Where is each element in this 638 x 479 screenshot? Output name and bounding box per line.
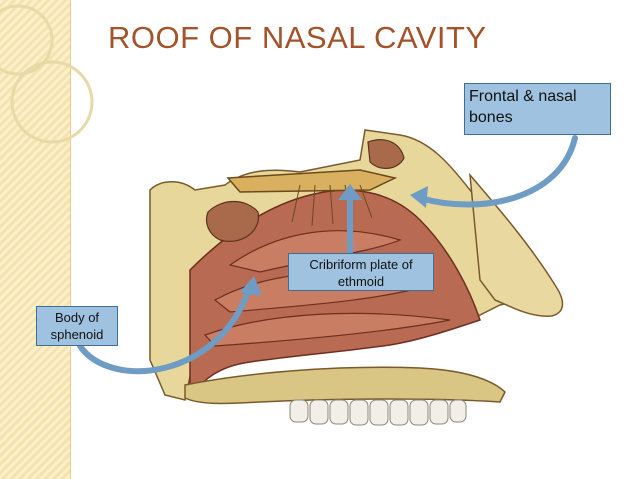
arrow-heads <box>240 184 428 296</box>
skull-bone-region <box>149 129 562 401</box>
arrowhead-frontal-nasal <box>410 186 428 208</box>
slide-title: ROOF OF NASAL CAVITY <box>108 20 487 55</box>
frontal-sinus <box>367 139 405 169</box>
label-frontal-nasal-bones: Frontal & nasal bones <box>464 83 611 135</box>
arrowhead-cribriform <box>338 184 362 200</box>
arrow-frontal-nasal <box>417 135 578 208</box>
arrow-sphenoid <box>77 283 253 375</box>
teeth <box>289 399 467 426</box>
external-nose <box>469 172 564 317</box>
callout-arrows <box>77 135 578 375</box>
decorative-side-band <box>0 0 71 479</box>
hard-palate <box>184 366 506 405</box>
label-cribriform-plate: Cribriform plate of ethmoid <box>288 253 434 291</box>
decorative-circles <box>0 4 94 144</box>
arrowhead-sphenoid <box>240 276 262 296</box>
label-body-of-sphenoid: Body of sphenoid <box>36 306 118 346</box>
sphenoid-sinus <box>205 200 260 242</box>
cribriform-plate <box>226 169 398 193</box>
